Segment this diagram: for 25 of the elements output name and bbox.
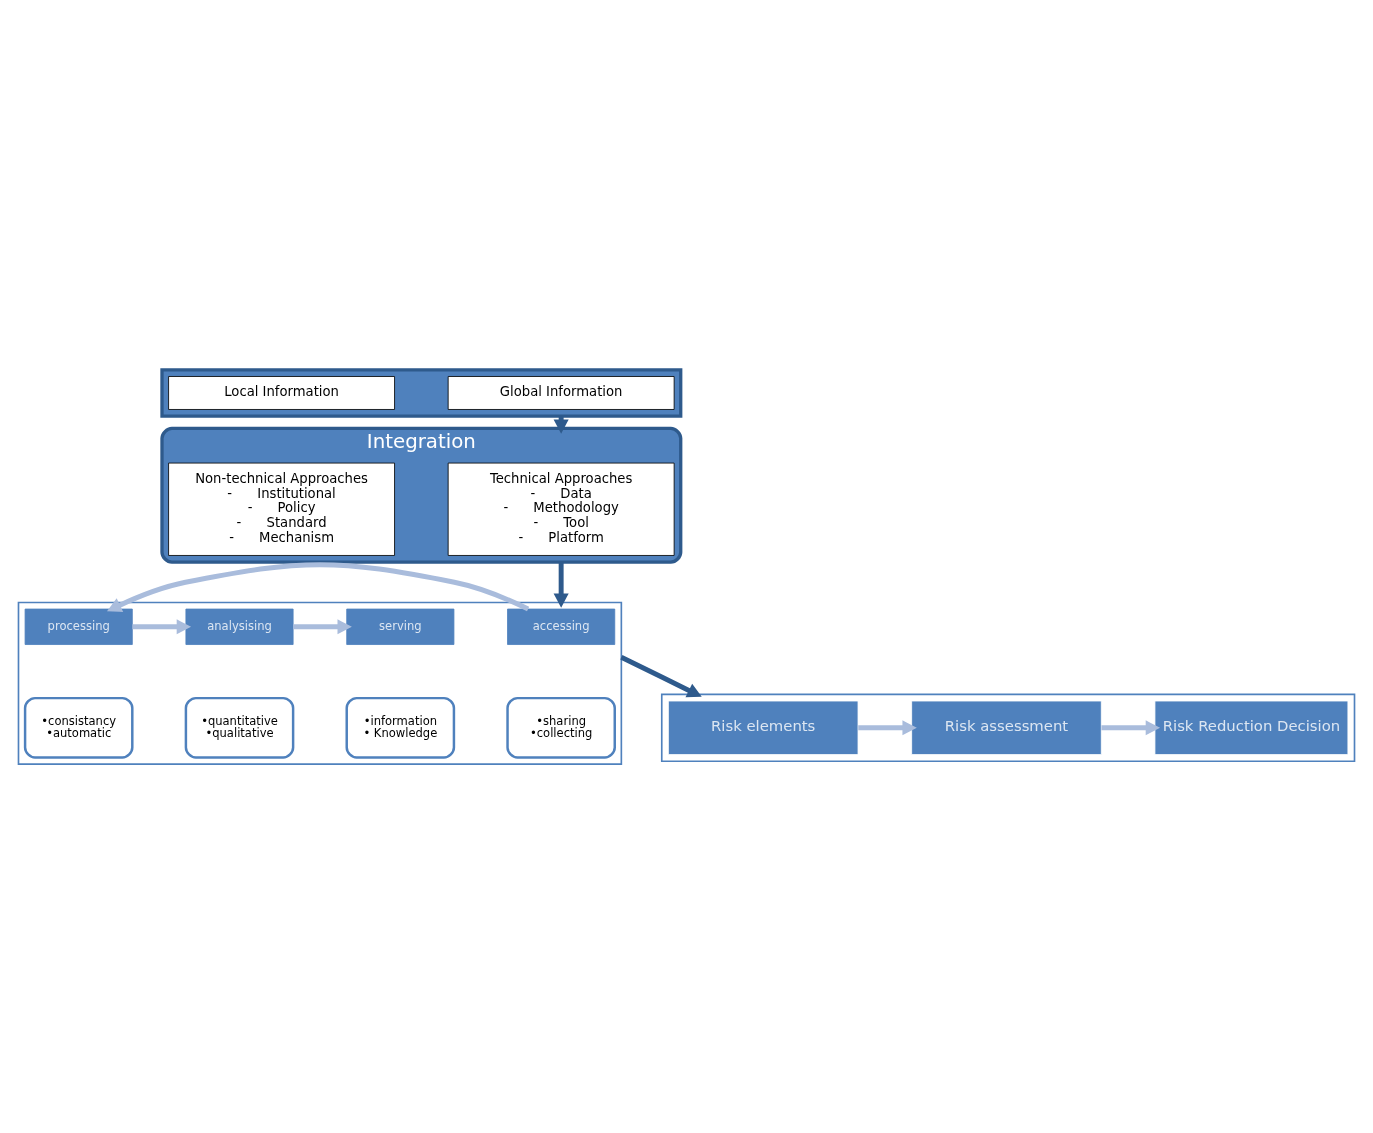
arrow xyxy=(132,618,192,634)
arrow xyxy=(293,618,352,634)
cluster xyxy=(17,601,623,765)
node-box: •information • Knowledge xyxy=(345,696,456,759)
node-box: Non-technical Approaches - Institutional - Policy - Standard - Mechanism xyxy=(168,462,395,556)
node-box: •quantitative •qualitative xyxy=(184,696,295,759)
arrow xyxy=(106,561,530,612)
node-box: Local Information xyxy=(168,375,395,410)
node-box: Risk elements xyxy=(667,700,859,755)
node-box: Risk assessment xyxy=(911,700,1102,755)
node-box: Risk Reduction Decision xyxy=(1154,700,1349,755)
node-box: serving xyxy=(346,608,455,645)
node-box: processing xyxy=(24,608,133,645)
node-box: •sharing •collecting xyxy=(506,696,616,759)
arrow xyxy=(553,561,569,608)
cluster xyxy=(660,693,1356,762)
node-box: Global Information xyxy=(447,375,675,410)
cluster xyxy=(160,367,683,418)
arrow xyxy=(620,654,702,697)
node-box: Technical Approaches - Data - Methodology - Tool - Platform xyxy=(447,462,675,556)
arrow xyxy=(1101,719,1161,735)
arrow xyxy=(858,719,917,735)
node-box: •consistancy •automatic xyxy=(23,696,134,759)
node-box: analysising xyxy=(185,608,294,645)
node-box: accessing xyxy=(507,608,616,645)
